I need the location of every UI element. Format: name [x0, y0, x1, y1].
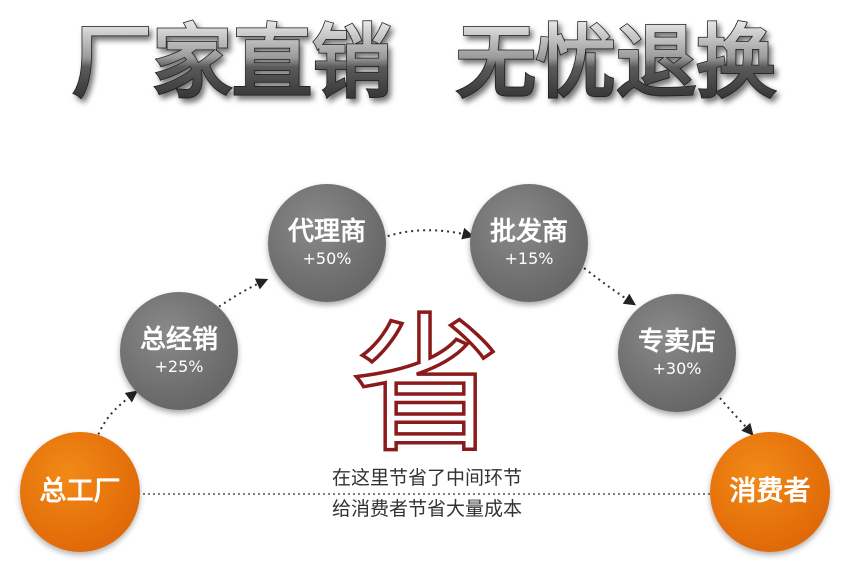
node-name: 专卖店	[637, 327, 716, 357]
arrow-gm-to-agent	[213, 278, 269, 311]
center-glyph: 省	[351, 300, 501, 474]
node-markup: +15%	[504, 249, 554, 268]
arrow-store-to-consumer	[719, 397, 754, 436]
node-gm: 总经销 +25%	[120, 292, 238, 410]
node-name: 代理商	[287, 217, 366, 247]
node-markup: +25%	[154, 357, 204, 376]
note-line1: 在这里节省了中间环节	[331, 467, 522, 489]
arrow-factory-to-gm	[95, 390, 138, 441]
node-markup: +30%	[652, 359, 702, 378]
node-agent: 代理商 +50%	[268, 184, 386, 302]
arrow-wholesale-to-store	[583, 267, 636, 306]
headline-right: 无忧退换	[456, 16, 776, 109]
node-factory: 总工厂	[20, 432, 140, 552]
node-markup: +50%	[302, 249, 352, 268]
node-consumer: 消费者	[710, 432, 830, 552]
headline-left: 厂家直销	[72, 16, 392, 109]
node-name: 总工厂	[39, 476, 121, 507]
note-line2: 给消费者节省大量成本	[331, 498, 522, 520]
node-wholesale: 批发商 +15%	[470, 184, 588, 302]
headline: 厂家直销 无忧退换	[0, 6, 850, 116]
node-name: 批发商	[489, 217, 568, 247]
node-name: 总经销	[139, 325, 218, 355]
node-store: 专卖店 +30%	[618, 294, 736, 412]
node-name: 消费者	[729, 476, 811, 507]
arrow-agent-to-wholesale	[381, 227, 475, 240]
